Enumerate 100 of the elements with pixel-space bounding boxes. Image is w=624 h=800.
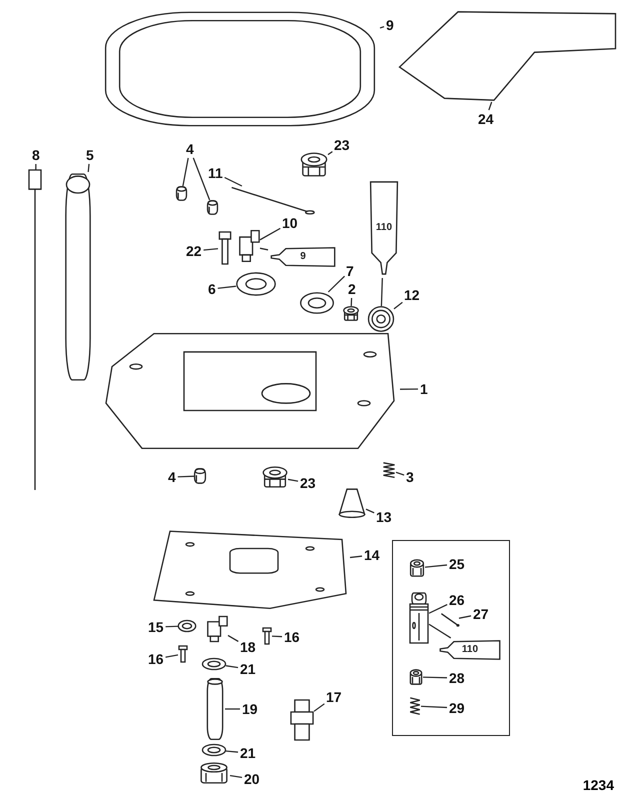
rod-drawing <box>230 186 315 216</box>
spring-drawing <box>409 697 421 715</box>
leader-line <box>230 774 242 778</box>
seal-drawing <box>202 658 226 670</box>
leader-line <box>225 708 240 710</box>
callout-number: 16 <box>284 630 300 644</box>
drawing-number: 1234 <box>582 778 614 792</box>
cap-drawing <box>409 669 423 685</box>
leader-line <box>272 636 282 638</box>
callout-number: 2 <box>348 282 356 296</box>
tube-drawing <box>205 678 225 740</box>
callout-number: 19 <box>242 702 258 716</box>
rod-drawing <box>441 613 459 627</box>
callout-number: 4 <box>168 470 176 484</box>
callout-number: 18 <box>240 640 256 654</box>
callout-number: 7 <box>346 264 354 278</box>
sealant-tube-drawing <box>270 246 336 268</box>
callout-number: 13 <box>376 510 392 524</box>
sealant-tube-drawing <box>368 180 400 276</box>
callout-number: 8 <box>32 148 40 162</box>
callout-number: 25 <box>449 557 465 571</box>
leader-line <box>224 176 242 187</box>
callout-number: 27 <box>473 607 489 621</box>
callout-number: 22 <box>186 244 202 258</box>
pin-drawing <box>194 468 206 484</box>
leader-line <box>218 286 236 289</box>
callout-number: 6 <box>208 282 216 296</box>
seal-drawing <box>178 620 196 632</box>
plug-drawing <box>300 152 328 177</box>
callout-number: 26 <box>449 593 465 607</box>
cap-drawing <box>198 762 230 784</box>
leader-line <box>350 298 352 306</box>
tube-drawing <box>62 172 94 382</box>
callout-number: 17 <box>326 690 342 704</box>
callout-number: 28 <box>449 671 465 685</box>
valve-body-drawing <box>409 593 429 643</box>
leader-line <box>380 26 384 28</box>
seal-drawing <box>236 272 276 296</box>
cone-drawing <box>338 488 366 518</box>
pin-drawing <box>207 200 218 215</box>
bolt-drawing <box>218 232 232 264</box>
leader-line <box>380 278 383 306</box>
connector-drawing <box>290 700 314 740</box>
leader-line <box>428 604 448 614</box>
callout-number: 3 <box>406 470 414 484</box>
sealant-tube-drawing <box>439 639 501 661</box>
callout-number: 9 <box>386 18 394 32</box>
leader-line <box>350 556 362 558</box>
leader-line <box>166 626 178 628</box>
leader-line <box>424 564 448 568</box>
leader-line <box>366 508 374 514</box>
leader-line <box>314 703 325 712</box>
callout-number: 29 <box>449 701 465 715</box>
leader-line <box>228 634 239 642</box>
callout-number: 12 <box>404 288 420 302</box>
callout-number: 21 <box>240 746 256 760</box>
cap-drawing <box>409 559 425 577</box>
leader-line <box>458 615 472 619</box>
callout-number: 16 <box>148 652 164 666</box>
pin-drawing <box>176 186 187 201</box>
leader-line <box>260 228 281 240</box>
callout-number: 14 <box>364 548 380 562</box>
leader-line <box>400 388 418 390</box>
leader-line <box>165 654 178 658</box>
callout-number: 5 <box>86 148 94 162</box>
leader-line <box>178 476 194 478</box>
spring-drawing <box>382 462 396 478</box>
leader-line <box>192 158 210 200</box>
callout-number: 23 <box>300 476 316 490</box>
callout-number: 20 <box>244 772 260 786</box>
leader-line <box>288 478 298 482</box>
leader-line <box>328 151 333 156</box>
callout-number: 15 <box>148 620 164 634</box>
leader-line <box>226 750 238 753</box>
leader-line <box>35 164 36 170</box>
leader-line <box>420 706 448 708</box>
tube-label: 110 <box>376 223 392 233</box>
tube-label: 110 <box>462 645 478 655</box>
leader-line <box>260 248 268 250</box>
leader-line <box>88 164 90 172</box>
leader-line <box>488 102 492 110</box>
tube-label: 9 <box>300 252 306 262</box>
callout-number: 23 <box>334 138 350 152</box>
callout-number: 10 <box>282 216 298 230</box>
callout-number: 4 <box>186 142 194 156</box>
callout-number: 1 <box>420 382 428 396</box>
bolt-drawing <box>178 646 188 662</box>
seal-drawing <box>202 744 226 756</box>
plug-drawing <box>262 466 288 488</box>
callout-number: 21 <box>240 662 256 676</box>
leader-line <box>204 248 218 251</box>
leader-line <box>422 676 448 678</box>
leader-line <box>428 624 452 638</box>
fitting-drawing <box>206 616 228 642</box>
leader-line <box>396 472 404 476</box>
bolt-drawing <box>262 628 272 644</box>
leader-line <box>182 158 189 186</box>
leader-line <box>226 665 238 668</box>
inset-frame <box>392 540 510 736</box>
callout-number: 11 <box>208 166 223 180</box>
